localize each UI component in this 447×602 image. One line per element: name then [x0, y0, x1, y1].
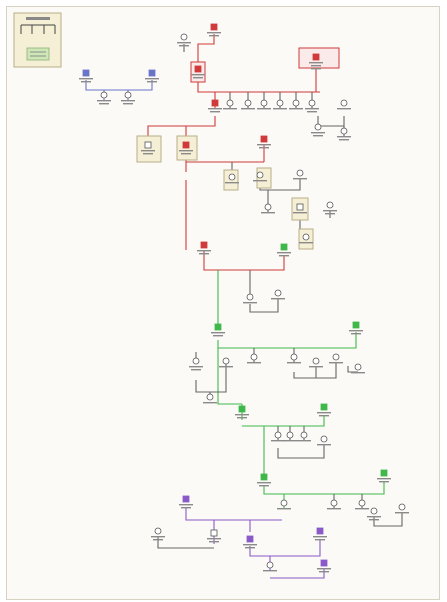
- connector-line: [85, 80, 153, 91]
- connector-line: [277, 444, 325, 459]
- female-person-icon: [305, 99, 319, 113]
- female-person-icon: [243, 293, 257, 304]
- female-person-icon: [151, 527, 165, 541]
- male-person-icon: [207, 23, 221, 37]
- female-person-icon: [287, 353, 301, 364]
- female-person-icon: [329, 353, 343, 364]
- female-person-icon: [241, 99, 255, 110]
- male-person-icon: [257, 135, 271, 149]
- female-person-icon: [351, 363, 365, 374]
- female-person-icon: [263, 561, 277, 572]
- female-person-icon: [337, 99, 351, 110]
- male-person-icon: [179, 141, 193, 155]
- female-person-icon: [297, 431, 311, 442]
- female-person-icon: [247, 353, 261, 364]
- male-person-icon: [208, 99, 222, 113]
- female-person-icon: [219, 357, 233, 368]
- connector-line: [270, 568, 325, 579]
- connector-line: [373, 512, 403, 527]
- male-person-icon: [293, 203, 307, 214]
- connector-line: [217, 348, 242, 405]
- female-person-icon: [97, 91, 111, 105]
- connector-line: [157, 536, 214, 549]
- female-person-icon: [271, 289, 285, 300]
- female-person-icon: [311, 123, 325, 137]
- female-person-icon: [271, 431, 285, 442]
- male-person-icon: [317, 559, 331, 573]
- legend-box: [13, 12, 62, 68]
- female-person-icon: [309, 357, 323, 368]
- female-person-icon: [289, 99, 303, 110]
- female-person-icon: [273, 99, 287, 110]
- female-person-icon: [323, 201, 337, 215]
- male-person-icon: [257, 473, 271, 487]
- connector-line: [203, 250, 285, 271]
- family-tree-connectors: [85, 34, 403, 579]
- female-person-icon: [299, 233, 313, 244]
- female-person-icon: [283, 431, 297, 442]
- female-person-icon: [293, 169, 307, 180]
- connector-line: [147, 116, 216, 140]
- male-person-icon: [277, 243, 291, 257]
- female-person-icon: [367, 507, 381, 521]
- female-person-icon: [225, 173, 239, 184]
- legend-note-box: [26, 47, 50, 61]
- male-person-icon: [313, 527, 327, 541]
- female-person-icon: [257, 99, 271, 110]
- connector-line: [263, 482, 385, 495]
- female-person-icon: [177, 33, 191, 47]
- male-person-icon: [179, 495, 193, 509]
- female-person-icon: [189, 357, 203, 371]
- connector-line: [249, 298, 279, 313]
- family-tree-highlight-boxes: [136, 47, 340, 250]
- male-person-icon: [377, 469, 391, 483]
- male-person-icon: [141, 141, 155, 155]
- female-person-icon: [355, 499, 369, 510]
- connector-line: [185, 508, 282, 521]
- male-person-icon: [243, 535, 257, 549]
- female-person-icon: [327, 499, 341, 510]
- female-person-icon: [121, 91, 135, 105]
- connector-line: [317, 116, 345, 127]
- male-person-icon: [79, 69, 93, 83]
- female-person-icon: [253, 171, 267, 182]
- female-person-icon: [261, 203, 275, 214]
- female-person-icon: [317, 435, 331, 446]
- connector-line: [249, 540, 321, 557]
- male-person-icon: [211, 323, 225, 337]
- male-person-icon: [235, 405, 249, 419]
- connector-line: [217, 332, 357, 349]
- female-person-icon: [223, 99, 237, 110]
- male-person-icon: [207, 529, 221, 543]
- connector-line: [197, 80, 320, 93]
- family-tree-sheet: [6, 6, 440, 600]
- connector-line: [242, 416, 325, 427]
- male-person-icon: [145, 69, 159, 83]
- female-person-icon: [337, 127, 351, 141]
- male-person-icon: [349, 321, 363, 335]
- male-person-icon: [191, 65, 205, 79]
- female-person-icon: [395, 503, 409, 514]
- male-person-icon: [197, 241, 211, 255]
- connector-line: [293, 362, 337, 379]
- male-person-icon: [317, 403, 331, 417]
- family-tree-people: [79, 23, 409, 573]
- female-person-icon: [277, 499, 291, 510]
- highlight-box: [136, 135, 162, 163]
- connector-line: [195, 364, 227, 393]
- male-person-icon: [309, 53, 323, 70]
- legend-title-bar: [26, 17, 50, 20]
- female-person-icon: [203, 393, 217, 404]
